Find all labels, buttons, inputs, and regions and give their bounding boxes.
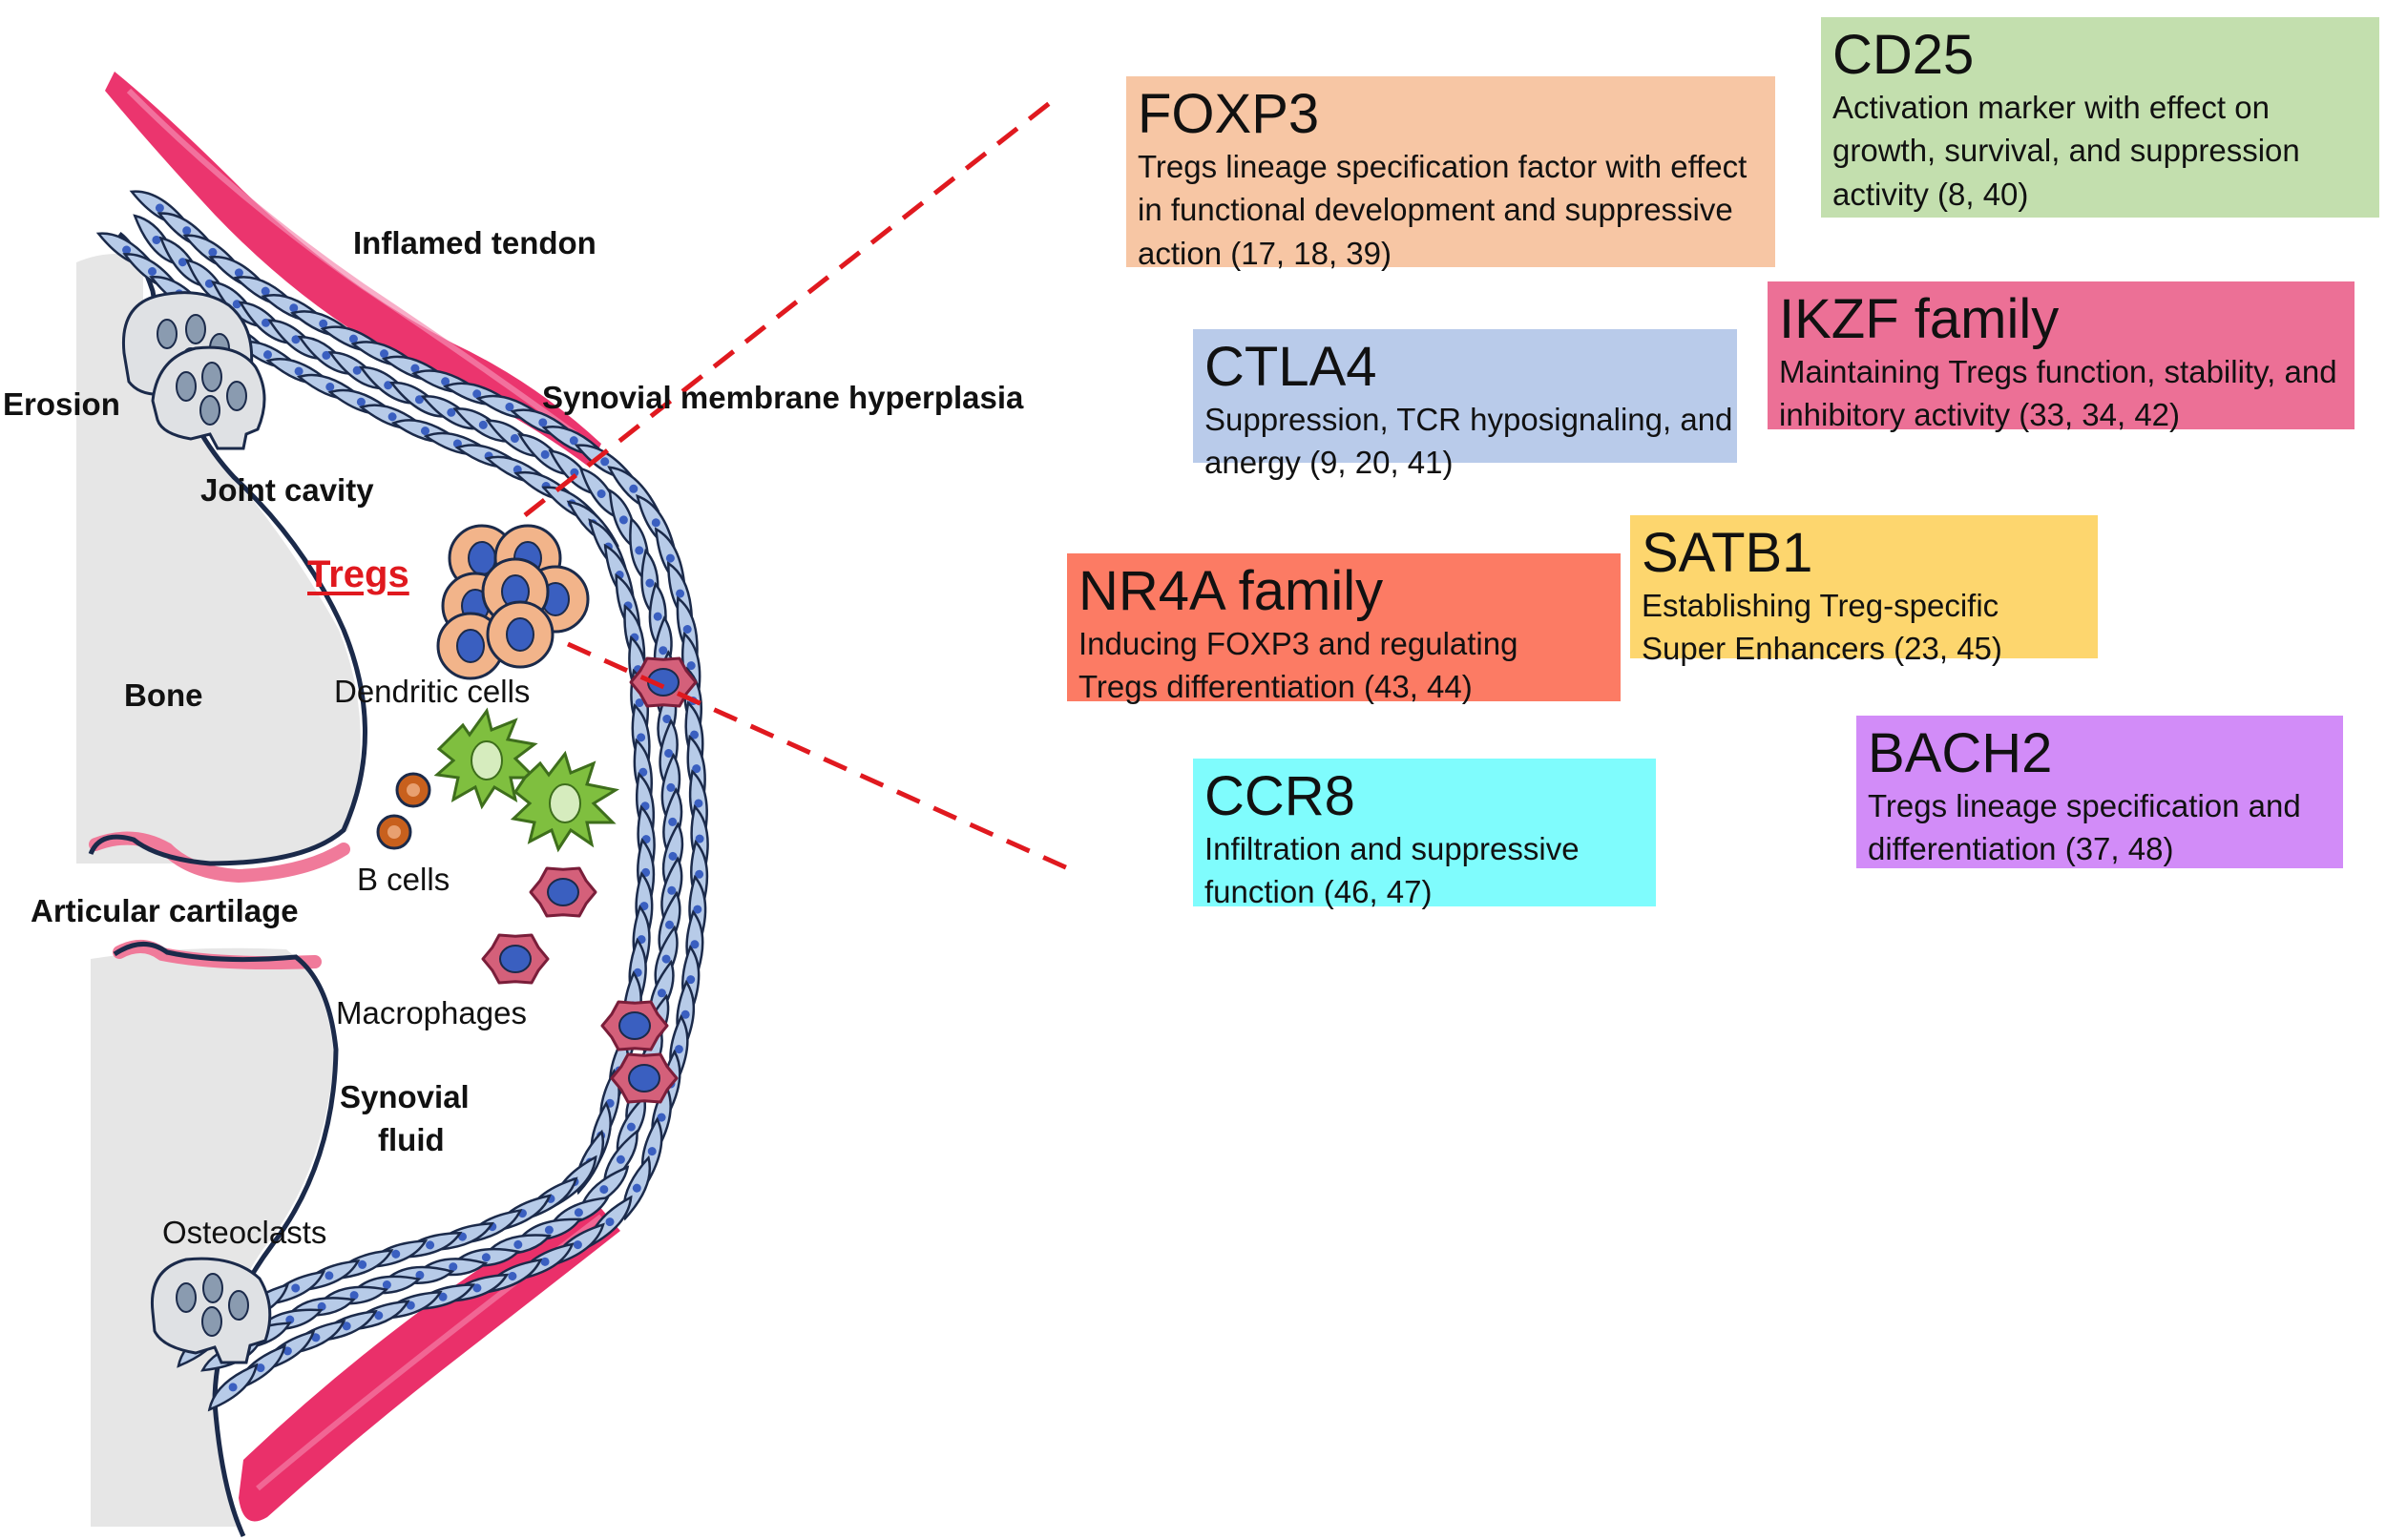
- zoom-line-bottom: [566, 641, 1080, 876]
- macrophage: [529, 866, 597, 918]
- factor-ikzf-description: Maintaining Tregs function, stability, a…: [1779, 353, 2337, 433]
- label-osteoclasts: Osteoclasts: [162, 1215, 327, 1250]
- label-macrophages: Macrophages: [336, 995, 527, 1030]
- factor-ccr8: CCR8 Infiltration and suppressive functi…: [1193, 759, 1656, 909]
- zoom-line-top: [523, 94, 1061, 517]
- osteoclast-lower: [150, 1257, 272, 1364]
- macrophage: [610, 1052, 679, 1104]
- membrane-cell: [658, 890, 681, 960]
- factor-foxp3-description: Tregs lineage specification factor with …: [1138, 148, 1748, 271]
- factor-satb1: SATB1 Establishing Treg-specific Super E…: [1630, 515, 2098, 666]
- label-synovial-fluid-1: Synovial: [340, 1079, 470, 1114]
- label-dendritic-cells: Dendritic cells: [334, 674, 531, 709]
- factor-nr4a-description: Inducing FOXP3 and regulating Tregs diff…: [1078, 625, 1518, 705]
- label-erosion: Erosion: [3, 386, 120, 422]
- membrane-cell: [207, 1363, 259, 1412]
- upper-bone: [76, 254, 361, 864]
- factor-foxp3-name: FOXP3: [1138, 83, 1320, 145]
- b-cells: [376, 772, 431, 850]
- inflamed-tendon-upper: [105, 72, 601, 468]
- factor-ccr8-description: Infiltration and suppressive function (4…: [1204, 830, 1580, 910]
- osteoclast-upper-2: [151, 345, 266, 450]
- factor-cd25: CD25 Activation marker with effect on gr…: [1821, 17, 2379, 218]
- factor-bach2-description: Tregs lineage specification and differen…: [1868, 787, 2301, 867]
- factor-cd25-description: Activation marker with effect on growth,…: [1832, 89, 2300, 212]
- macrophage: [481, 933, 550, 985]
- tregs-cluster: [436, 524, 590, 680]
- factor-nr4a-name: NR4A family: [1078, 560, 1384, 622]
- label-inflamed-tendon: Inflamed tendon: [353, 225, 596, 260]
- factor-ctla4-description: Suppression, TCR hyposignaling, and aner…: [1204, 401, 1733, 481]
- factor-ikzf-name: IKZF family: [1779, 288, 2060, 350]
- dendritic-cell-1: [433, 707, 538, 810]
- factor-ikzf: IKZF family Maintaining Tregs function, …: [1768, 281, 2355, 432]
- factor-foxp3: FOXP3 Tregs lineage specification factor…: [1126, 76, 1775, 271]
- dendritic-cell-2: [510, 750, 620, 853]
- label-joint-cavity: Joint cavity: [200, 472, 374, 508]
- label-bone: Bone: [124, 677, 203, 713]
- label-tregs: Tregs: [307, 553, 409, 595]
- factor-bach2-name: BACH2: [1868, 722, 2053, 784]
- label-synovial-fluid-2: fluid: [378, 1122, 445, 1157]
- label-synovial-membrane: Synovial membrane hyperplasia: [542, 380, 1024, 415]
- factor-satb1-name: SATB1: [1642, 522, 1813, 584]
- factor-ccr8-name: CCR8: [1204, 765, 1355, 827]
- factor-ctla4-name: CTLA4: [1204, 336, 1377, 398]
- factor-nr4a: NR4A family Inducing FOXP3 and regulatin…: [1067, 553, 1621, 704]
- factor-cd25-name: CD25: [1832, 24, 1975, 86]
- label-b-cells: B cells: [357, 862, 450, 897]
- lower-bone: [91, 947, 334, 1527]
- factor-ctla4: CTLA4 Suppression, TCR hyposignaling, an…: [1193, 329, 1737, 480]
- factor-bach2: BACH2 Tregs lineage specification and di…: [1856, 716, 2343, 868]
- factor-satb1-description: Establishing Treg-specific Super Enhance…: [1642, 587, 2002, 667]
- macrophage: [600, 1000, 669, 1051]
- label-articular-cartilage: Articular cartilage: [31, 893, 299, 928]
